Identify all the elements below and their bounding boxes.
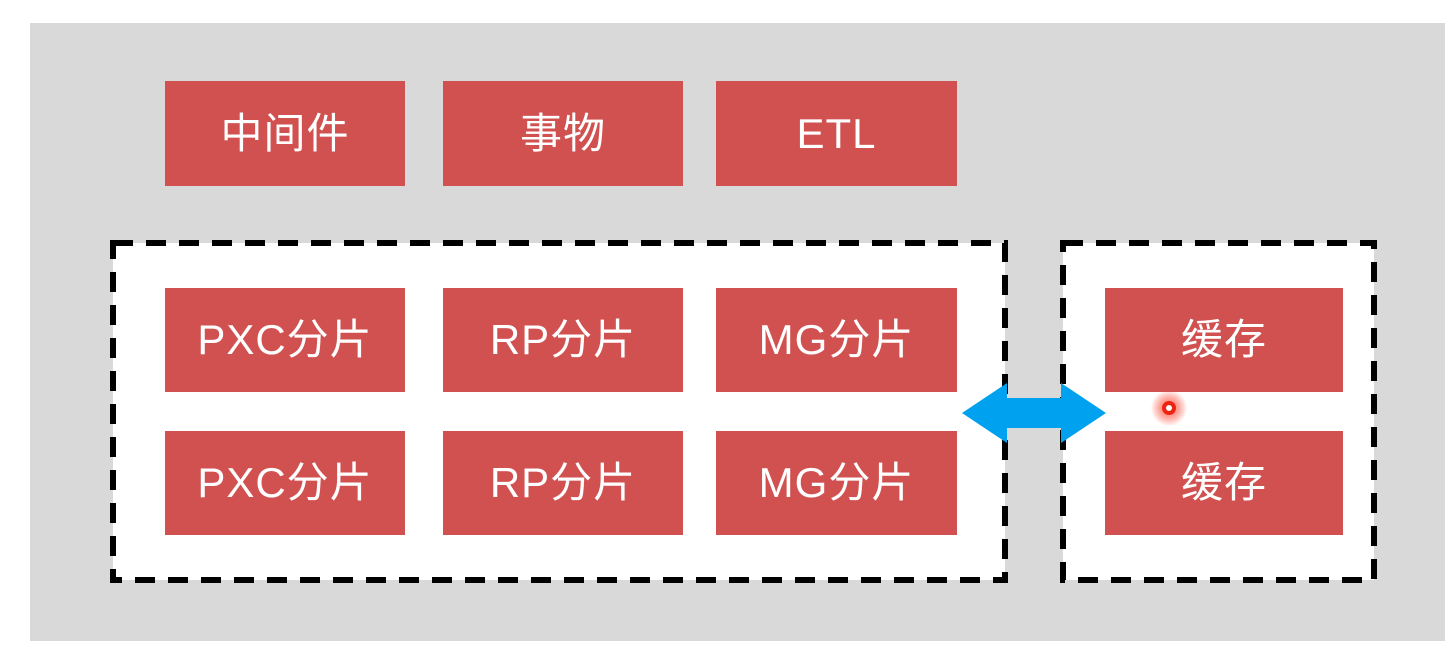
- cache-box-label: 缓存: [1180, 316, 1267, 363]
- shard-box-label: PXC分片: [197, 459, 373, 506]
- shard-box: RP分片: [443, 288, 683, 392]
- cache-box-label: 缓存: [1180, 459, 1267, 506]
- shard-box: MG分片: [716, 431, 957, 535]
- cache-box: 缓存: [1105, 288, 1343, 392]
- shard-box-label: MG分片: [758, 316, 915, 363]
- top-box-middleware-label: 中间件: [220, 109, 350, 157]
- top-box-middleware: 中间件: [165, 81, 405, 186]
- top-box-etl-label: ETL: [796, 109, 877, 157]
- shard-box-label: PXC分片: [197, 316, 373, 363]
- laser-dot-icon: [1162, 401, 1176, 415]
- shard-cluster: PXC分片 RP分片 MG分片 PXC分片 RP分片 MG分片: [110, 240, 1008, 583]
- shard-box-label: MG分片: [758, 459, 915, 506]
- shard-box: MG分片: [716, 288, 957, 392]
- shard-box-label: RP分片: [489, 459, 637, 506]
- shard-box: PXC分片: [165, 288, 405, 392]
- shard-box: RP分片: [443, 431, 683, 535]
- double-arrow-icon: [962, 383, 1106, 443]
- shard-box: PXC分片: [165, 431, 405, 535]
- cache-cluster: 缓存 缓存: [1060, 240, 1377, 583]
- double-arrow-glyph: [962, 383, 1106, 443]
- top-box-etl: ETL: [716, 81, 957, 186]
- shard-box-label: RP分片: [489, 316, 637, 363]
- cache-box: 缓存: [1105, 431, 1343, 535]
- top-box-transaction-label: 事物: [519, 109, 606, 157]
- top-box-transaction: 事物: [443, 81, 683, 186]
